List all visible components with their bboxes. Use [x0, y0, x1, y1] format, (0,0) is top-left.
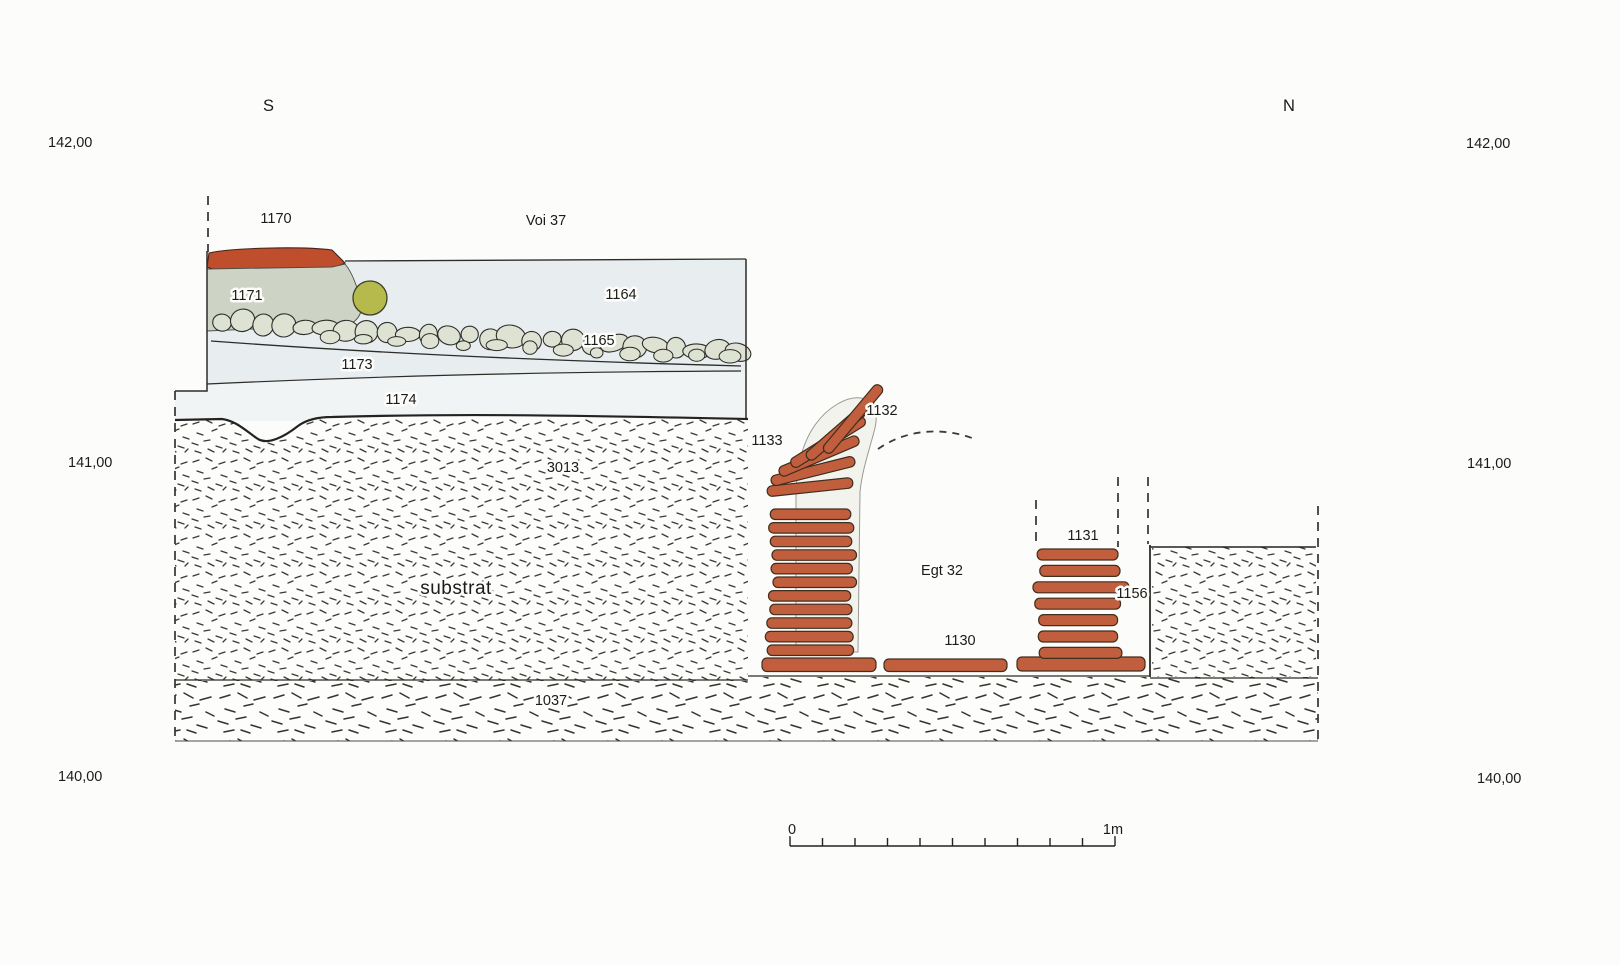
cobble [589, 347, 604, 359]
brick [1038, 613, 1119, 627]
boundary-1173-1174 [206, 370, 742, 385]
label-1173: 1173 [341, 357, 372, 373]
scale-bar-1m: 1m [1103, 822, 1123, 838]
top-line-1164 [344, 258, 747, 262]
label-1165: 1165 [583, 333, 614, 349]
boundary-1165-1173 [210, 340, 742, 367]
elevation-left-141: 141,00 [68, 455, 112, 471]
label-south: S [263, 97, 274, 115]
cobble [688, 348, 706, 362]
brick [1034, 597, 1122, 610]
voussoir-brick [770, 456, 856, 487]
substrat-top-line [174, 413, 749, 443]
brick [772, 576, 858, 589]
brick [769, 535, 853, 548]
cobble [522, 340, 538, 355]
layer-1174-fill [175, 371, 746, 421]
brick [1038, 646, 1123, 660]
label-substrat: substrat [420, 578, 492, 599]
cobble [437, 325, 461, 346]
arch-pier-bricks-1133 [764, 508, 858, 657]
label-1131: 1131 [1067, 528, 1098, 544]
voussoir-brick [766, 477, 854, 497]
brick [1039, 564, 1121, 578]
voussoir-brick [822, 384, 884, 454]
cobble [319, 330, 341, 345]
cobble [552, 343, 574, 357]
cobble [455, 340, 471, 352]
label-1164: 1164 [605, 287, 636, 303]
north-substrat-texture [1152, 547, 1316, 677]
label-1130: 1130 [944, 633, 975, 649]
label-1133: 1133 [751, 433, 782, 449]
label-egt32: Egt 32 [921, 563, 963, 579]
label-1156: 1156 [1116, 586, 1147, 602]
label-1170: 1170 [260, 211, 291, 227]
brick [769, 603, 853, 616]
cobble [420, 333, 440, 350]
label-voi37: Voi 37 [526, 213, 566, 229]
south-block-left-edge [175, 251, 208, 392]
elevation-right-141: 141,00 [1467, 456, 1511, 472]
brick [768, 521, 855, 534]
label-1171: 1171 [231, 288, 262, 304]
cobble [354, 334, 373, 345]
elevation-right-140: 140,00 [1477, 771, 1521, 787]
cobble [229, 308, 256, 333]
cobble-layer-1165 [212, 308, 752, 364]
label-1132: 1132 [866, 403, 897, 419]
scale-bar-ticks [789, 833, 1116, 846]
cobble [271, 313, 297, 338]
brick [766, 617, 853, 629]
brick [764, 630, 854, 643]
cobble [653, 348, 674, 363]
base-brick [1016, 656, 1146, 672]
brick [766, 644, 855, 657]
label-1037: 1037 [535, 693, 567, 709]
elevation-left-140: 140,00 [58, 769, 102, 785]
layer-1037-top-line [748, 675, 1318, 679]
pillar-bricks-1131 [1032, 548, 1130, 660]
brick [770, 562, 853, 575]
label-1174: 1174 [385, 392, 416, 408]
substrat-3013-texture [175, 415, 748, 681]
cobble [718, 349, 742, 364]
brick [1036, 548, 1119, 561]
brick-base-1130 [761, 656, 1146, 673]
brick [769, 508, 852, 521]
label-north: N [1283, 97, 1295, 115]
base-brick [883, 658, 1008, 673]
cobble [387, 336, 407, 347]
cobble [485, 339, 508, 352]
cobble [542, 330, 562, 348]
brick [767, 589, 852, 602]
base-brick [761, 657, 877, 673]
scale-bar-zero: 0 [788, 822, 796, 838]
olive-stone-inclusion [352, 280, 388, 316]
layer-1037-texture [175, 677, 1318, 741]
dashed-limits [174, 196, 1319, 742]
brick [1037, 630, 1119, 643]
brick [1032, 581, 1130, 594]
brick [771, 549, 858, 561]
cobble [619, 346, 641, 362]
vault-reconstruction-arc [877, 430, 978, 450]
label-3013: 3013 [547, 460, 579, 476]
elevation-right-142: 142,00 [1466, 136, 1510, 152]
elevation-left-142: 142,00 [48, 135, 92, 151]
cobble [460, 325, 479, 344]
arch-voussoirs-1132 [766, 384, 884, 497]
